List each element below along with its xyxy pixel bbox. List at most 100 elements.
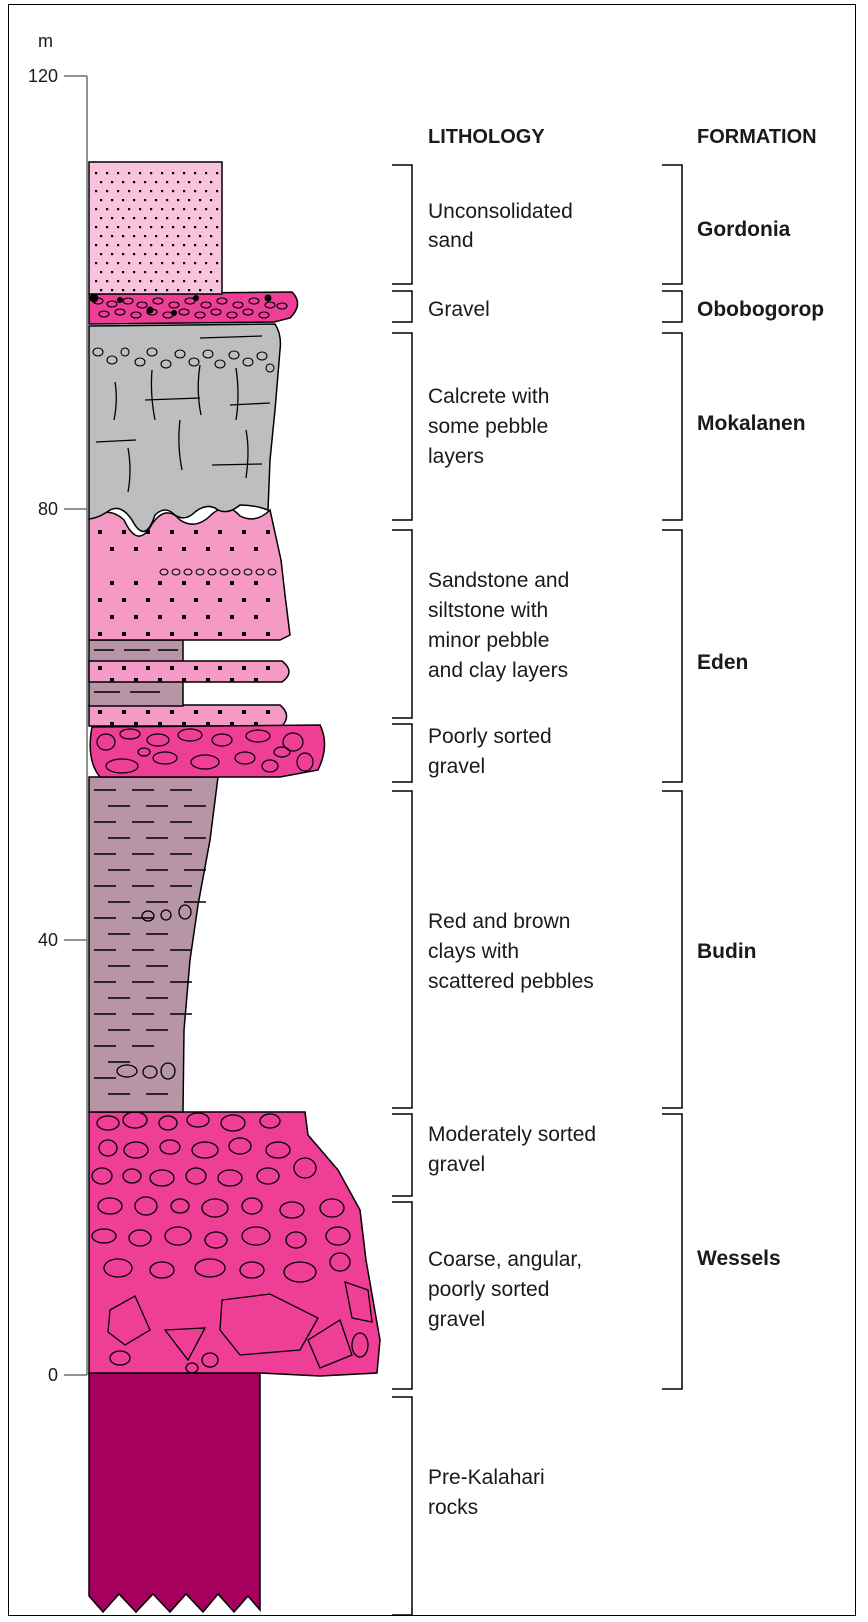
- sand-dot: [150, 244, 152, 246]
- sand-dot: [183, 190, 185, 192]
- sandstone-dot: [170, 710, 174, 714]
- sand-dot: [166, 181, 168, 183]
- sand-dot: [95, 226, 97, 228]
- label-line: Calcrete with: [428, 385, 549, 408]
- sandstone-dot: [182, 722, 186, 726]
- sandstone-dot: [230, 615, 234, 619]
- sandstone-dot: [122, 598, 126, 602]
- sandstone-dot: [242, 530, 246, 534]
- sand-dot: [177, 289, 179, 291]
- sand-dot: [122, 271, 124, 273]
- sand-dot: [183, 226, 185, 228]
- label-line: Coarse, angular,: [428, 1248, 582, 1271]
- sand-dot: [122, 199, 124, 201]
- lithology-label-poorly-sorted-gravel: Poorly sorted gravel: [428, 725, 558, 778]
- sandstone-dot: [194, 598, 198, 602]
- sand-dot: [177, 199, 179, 201]
- sandstone-dot: [218, 530, 222, 534]
- sand-dot: [133, 235, 135, 237]
- sand-dot: [117, 208, 119, 210]
- bracket-coarse-gravel: [392, 1202, 412, 1389]
- sandstone-dot: [254, 615, 258, 619]
- sandstone-dot: [134, 615, 138, 619]
- sand-dot: [128, 280, 130, 282]
- sand-dot: [177, 217, 179, 219]
- label-line: Unconsolidated: [428, 200, 573, 223]
- sand-dot: [106, 262, 108, 264]
- formation-label-obobogorop: Obobogorop: [697, 298, 824, 321]
- sand-dot: [133, 181, 135, 183]
- sand-dot: [166, 289, 168, 291]
- layer-pre-kalahari-rocks: [89, 1373, 260, 1612]
- sand-dot: [139, 262, 141, 264]
- tick-label-40: 40: [38, 930, 58, 950]
- sand-dot: [194, 280, 196, 282]
- sand-dot: [205, 280, 207, 282]
- sandstone-dot: [206, 678, 210, 682]
- sand-dot: [183, 172, 185, 174]
- sandstone-dot: [206, 615, 210, 619]
- sand-dot: [100, 235, 102, 237]
- sandstone-dot: [158, 581, 162, 585]
- sand-dot: [210, 181, 212, 183]
- sand-dot: [216, 226, 218, 228]
- sandstone-dot: [230, 722, 234, 726]
- sandstone-dot: [242, 666, 246, 670]
- sand-dot: [166, 253, 168, 255]
- sand-dot: [194, 190, 196, 192]
- sand-dot: [133, 289, 135, 291]
- sandstone-dot: [194, 710, 198, 714]
- sand-dot: [117, 244, 119, 246]
- sandstone-dot: [266, 632, 270, 636]
- sand-dot: [128, 190, 130, 192]
- sand-dot: [210, 235, 212, 237]
- sandstone-dot: [266, 598, 270, 602]
- sandstone-dot: [146, 598, 150, 602]
- label-line: layers: [428, 445, 484, 468]
- bracket-clays: [392, 791, 412, 1108]
- lithology-brackets: [392, 165, 412, 1615]
- sand-dot: [216, 262, 218, 264]
- sand-dot: [133, 199, 135, 201]
- lithology-label-sand: Unconsolidated sand: [428, 200, 579, 252]
- sand-dot: [205, 190, 207, 192]
- sand-dot: [194, 208, 196, 210]
- sand-dot: [161, 280, 163, 282]
- sand-dot: [122, 235, 124, 237]
- tick-label-0: 0: [48, 1365, 58, 1385]
- sand-dot: [150, 172, 152, 174]
- bracket-pre-kalahari: [392, 1397, 412, 1615]
- sand-dot: [205, 226, 207, 228]
- sandstone-dot: [158, 547, 162, 551]
- bracket-poorly-sorted-gravel: [392, 724, 412, 782]
- label-line: gravel: [428, 755, 485, 778]
- label-line: siltstone with: [428, 599, 548, 622]
- sand-dot: [199, 289, 201, 291]
- sand-dot: [188, 289, 190, 291]
- sand-dot: [155, 235, 157, 237]
- header-lithology: LITHOLOGY: [428, 126, 545, 148]
- sand-dot: [161, 226, 163, 228]
- lithology-label-clays: Red and brown clays with scattered pebbl…: [428, 910, 594, 993]
- sand-dot: [183, 208, 185, 210]
- sand-dot: [166, 199, 168, 201]
- sand-dot: [144, 181, 146, 183]
- sand-dot: [100, 289, 102, 291]
- label-line: minor pebble: [428, 629, 549, 652]
- sand-dot: [188, 181, 190, 183]
- sand-dot: [155, 271, 157, 273]
- sandstone-dot: [182, 547, 186, 551]
- sand-dot: [172, 190, 174, 192]
- sand-dot: [95, 172, 97, 174]
- sand-dot: [133, 271, 135, 273]
- bracket-sandstone: [392, 530, 412, 718]
- sand-dot: [128, 262, 130, 264]
- bracket-obobogorop: [662, 291, 682, 322]
- sand-dot: [95, 280, 97, 282]
- sand-dot: [111, 235, 113, 237]
- sand-dot: [188, 271, 190, 273]
- sand-dot: [111, 253, 113, 255]
- sandstone-dot: [98, 666, 102, 670]
- sand-dot: [139, 280, 141, 282]
- stratigraphic-column: [89, 162, 380, 1612]
